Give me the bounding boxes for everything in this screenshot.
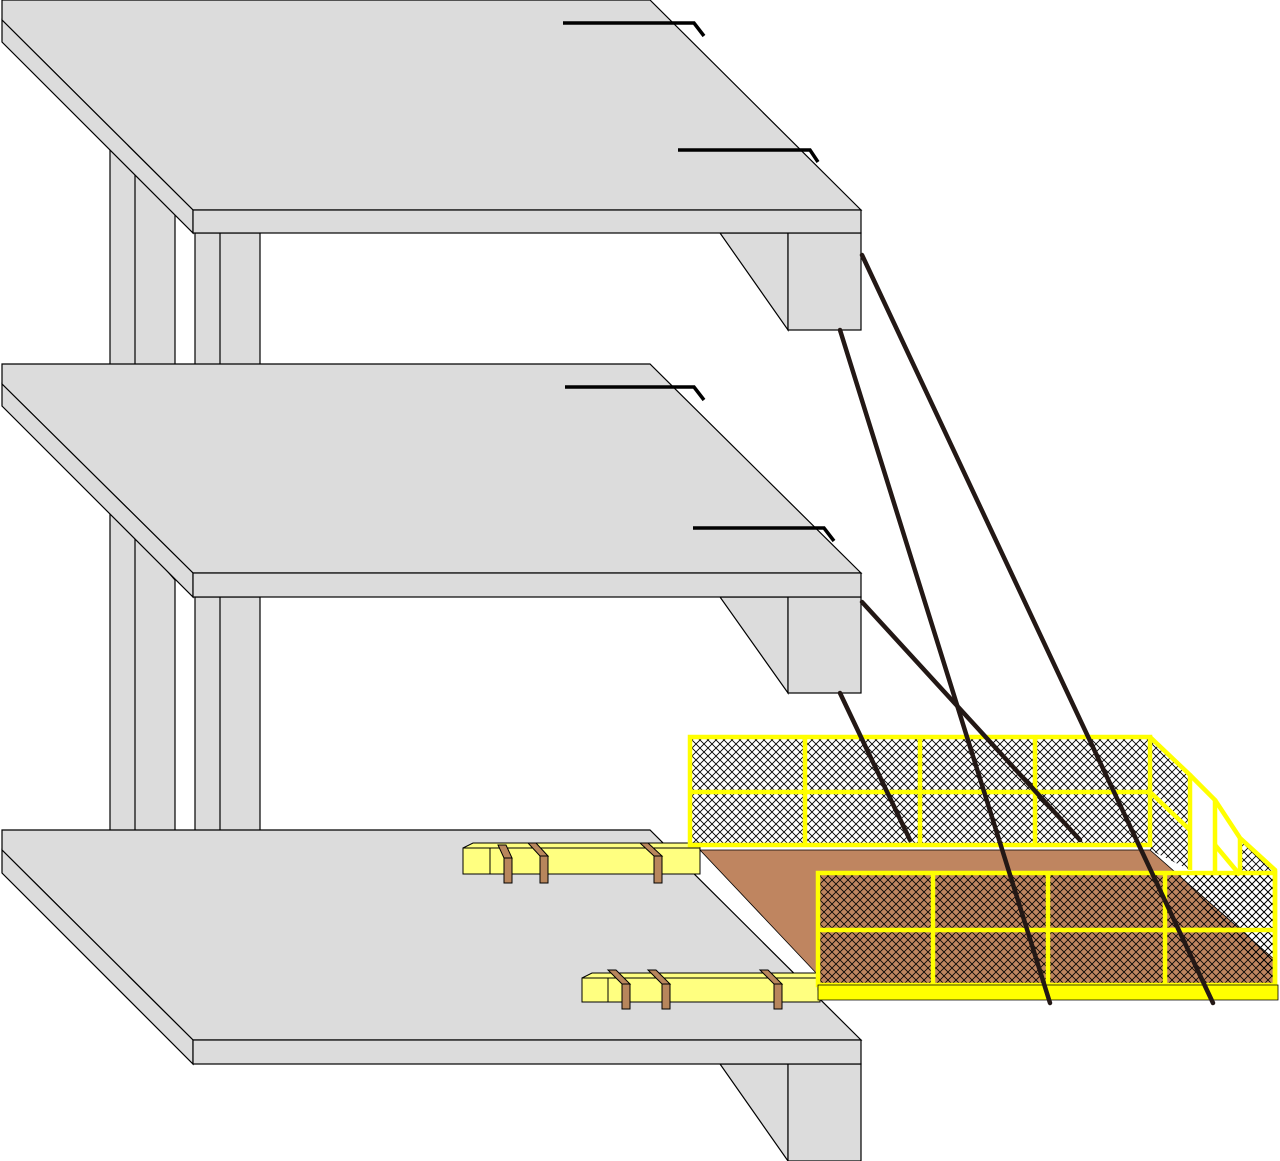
slab-top — [1, 0, 863, 235]
edge-beams — [718, 232, 862, 1161]
slabs — [1, 0, 863, 1066]
slab-middle — [1, 363, 863, 599]
support-beams — [462, 842, 821, 1010]
support-beam-front — [581, 969, 821, 1010]
anchor-top-front — [678, 148, 820, 163]
platform-side-wall — [1150, 737, 1190, 870]
edge-beam-bottom — [718, 1063, 862, 1161]
support-beam-back — [462, 842, 701, 884]
anchor-middle-back — [565, 385, 706, 402]
cable-3 — [837, 690, 913, 843]
edge-beam-middle — [718, 596, 862, 695]
cable-2 — [859, 252, 1216, 1006]
cable-4 — [859, 599, 1083, 843]
anchor-middle-front — [693, 526, 836, 543]
cantilever-platform — [687, 734, 1279, 1001]
suspension-cables — [837, 252, 1216, 1006]
anchor-top-back — [563, 21, 706, 38]
cable-anchors — [563, 21, 836, 543]
cable-1 — [837, 327, 1053, 1006]
edge-beam-top — [718, 232, 862, 332]
